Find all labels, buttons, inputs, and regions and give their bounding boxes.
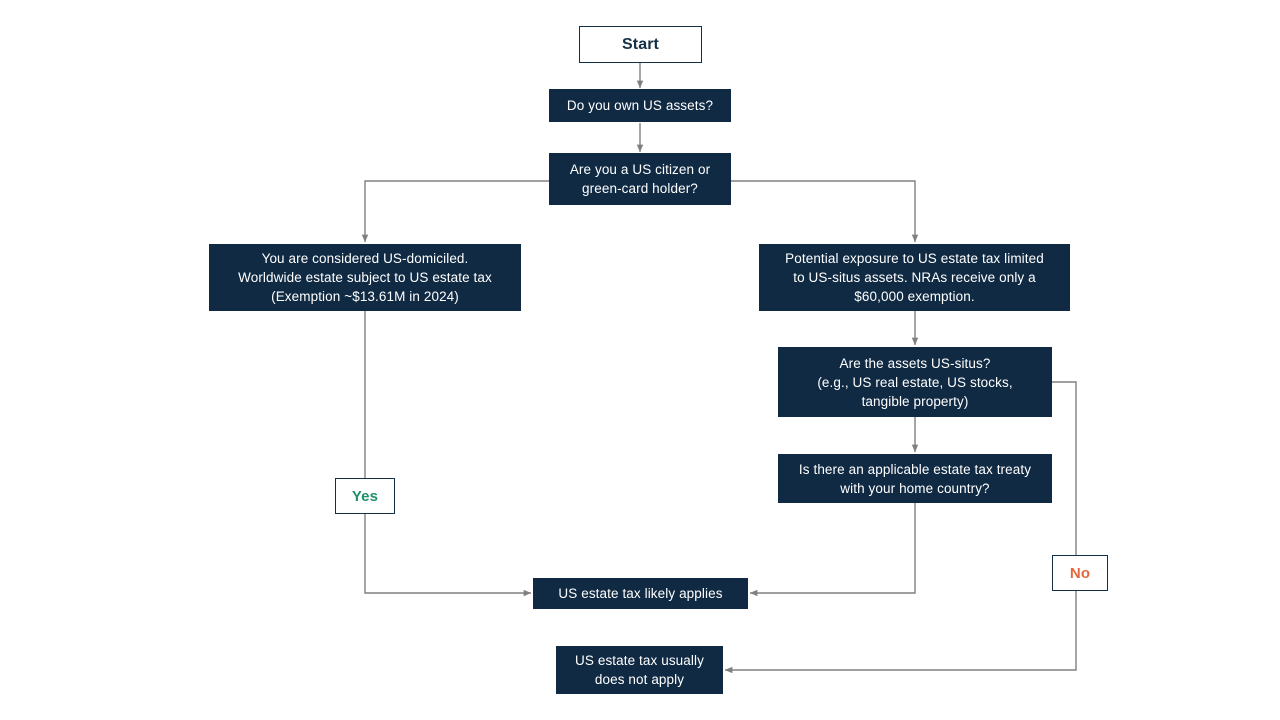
edge-citizen-to-nra-exposure — [731, 180, 919, 243]
node-start[interactable]: Start — [579, 26, 702, 63]
node-treaty-question[interactable]: Is there an applicable estate tax treaty… — [778, 454, 1052, 503]
branch-label-yes-text: Yes — [351, 487, 379, 505]
branch-label-no[interactable]: No — [1052, 555, 1108, 591]
node-nra-exposure-label: Potential exposure to US estate tax limi… — [785, 251, 1044, 304]
edge-us-domiciled-to-tax-applies — [364, 311, 532, 597]
branch-label-no-text: No — [1069, 564, 1091, 582]
edge-us-situs-no-to-not-apply — [724, 381, 1077, 674]
node-own-us-assets-label: Do you own US assets? — [566, 98, 714, 113]
node-assets-us-situs[interactable]: Are the assets US-situs? (e.g., US real … — [778, 347, 1052, 417]
node-us-domiciled[interactable]: You are considered US-domiciled. Worldwi… — [209, 244, 521, 311]
node-treaty-question-label: Is there an applicable estate tax treaty… — [798, 461, 1032, 496]
edge-citizen-to-us-domiciled — [361, 180, 549, 243]
node-us-domiciled-label: You are considered US-domiciled. Worldwi… — [238, 251, 492, 304]
node-citizen-or-green-card-label: Are you a US citizen or green-card holde… — [569, 162, 711, 196]
branch-label-yes[interactable]: Yes — [335, 478, 395, 514]
node-tax-not-apply-label: US estate tax usually does not apply — [575, 653, 704, 687]
node-tax-not-apply[interactable]: US estate tax usually does not apply — [556, 646, 723, 694]
edge-treaty-to-tax-applies — [749, 503, 916, 597]
node-tax-applies[interactable]: US estate tax likely applies — [533, 578, 748, 609]
node-own-us-assets[interactable]: Do you own US assets? — [549, 89, 731, 122]
node-assets-us-situs-label: Are the assets US-situs? (e.g., US real … — [817, 355, 1013, 409]
node-start-label: Start — [622, 36, 659, 53]
node-tax-applies-label: US estate tax likely applies — [558, 586, 723, 601]
node-citizen-or-green-card[interactable]: Are you a US citizen or green-card holde… — [549, 153, 731, 205]
node-nra-exposure[interactable]: Potential exposure to US estate tax limi… — [759, 244, 1070, 311]
